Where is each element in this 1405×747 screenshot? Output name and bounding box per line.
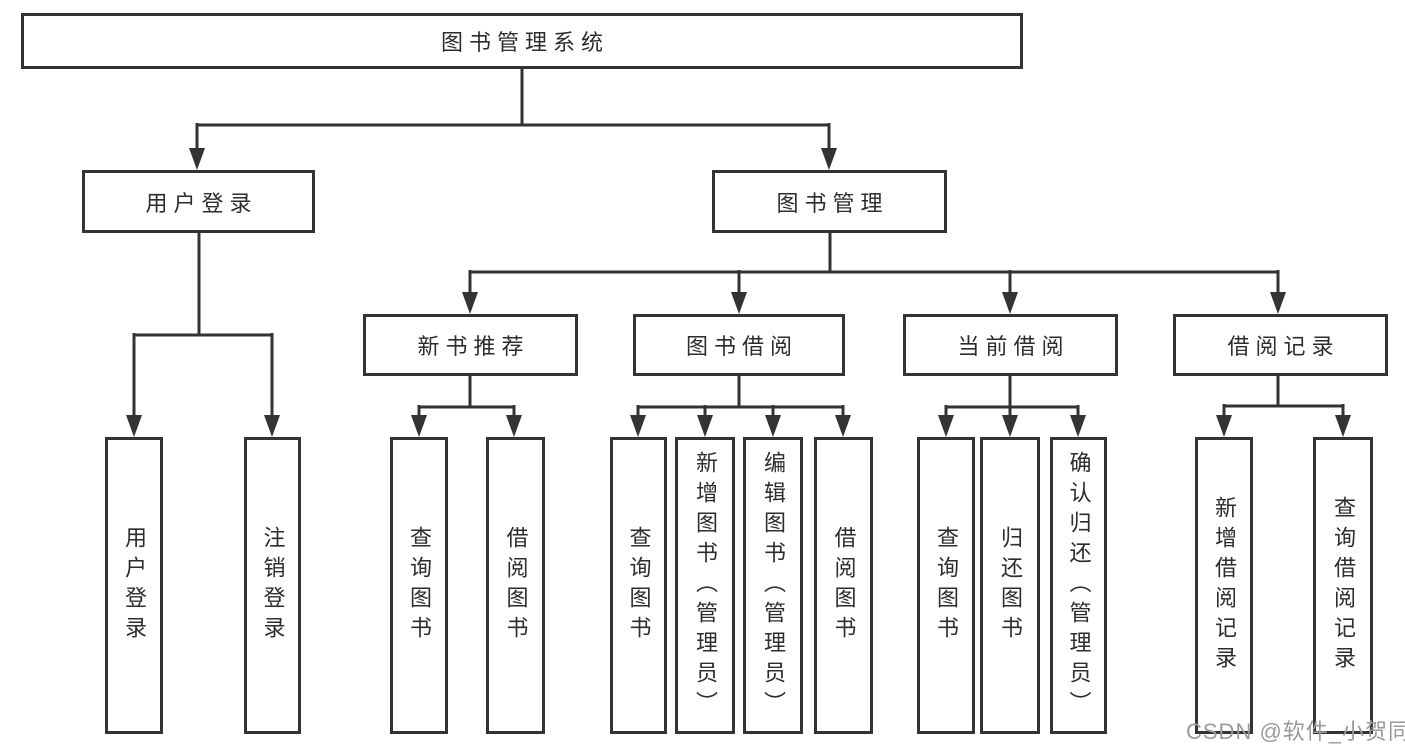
node-new-book-recommend: 新书推荐	[363, 314, 578, 376]
leaf-borrow-books-label: 借阅图书	[831, 525, 857, 646]
leaf-confirm-return-admin: 确认归还（管理员）	[1050, 437, 1107, 734]
leaf-add-book-admin-label: 新增图书（管理员）	[693, 450, 718, 721]
leaf-edit-book-admin-label: 编辑图书（管理员）	[761, 450, 786, 721]
watermark: CSDN @软件_小贺同学	[1186, 719, 1405, 744]
leaf-query-books-borrow: 查询图书	[610, 437, 667, 734]
node-user-login-label: 用户登录	[145, 190, 258, 216]
leaf-query-books-recommend: 查询图书	[390, 437, 448, 734]
node-current-borrow: 当前借阅	[903, 314, 1118, 376]
node-book-borrow-label: 图书借阅	[685, 334, 798, 359]
node-user-login: 用户登录	[82, 170, 315, 233]
node-borrow-records: 借阅记录	[1173, 314, 1388, 376]
leaf-add-book-admin: 新增图书（管理员）	[675, 437, 735, 734]
leaf-query-books-current: 查询图书	[917, 437, 975, 734]
leaf-return-book: 归还图书	[980, 437, 1040, 734]
leaf-logout-login-label: 注销登录	[260, 525, 286, 646]
leaf-user-login: 用户登录	[105, 437, 163, 734]
leaf-add-borrow-record: 新增借阅记录	[1195, 437, 1253, 734]
leaf-borrow-books-recommend-label: 借阅图书	[503, 525, 529, 646]
node-book-borrow: 图书借阅	[633, 314, 845, 376]
node-book-management: 图书管理	[712, 170, 947, 233]
leaf-confirm-return-admin-label: 确认归还（管理员）	[1066, 450, 1092, 721]
leaf-borrow-books: 借阅图书	[814, 437, 873, 734]
node-book-management-label: 图书管理	[776, 190, 889, 216]
node-library-system-label: 图书管理系统	[440, 30, 609, 55]
leaf-edit-book-admin: 编辑图书（管理员）	[743, 437, 803, 734]
leaf-query-borrow-record: 查询借阅记录	[1313, 437, 1373, 734]
leaf-query-books-recommend-label: 查询图书	[407, 525, 432, 646]
node-library-system: 图书管理系统	[21, 13, 1023, 69]
leaf-borrow-books-recommend: 借阅图书	[486, 437, 545, 734]
leaf-query-borrow-record-label: 查询借阅记录	[1331, 495, 1356, 676]
leaf-query-books-borrow-label: 查询图书	[626, 525, 652, 646]
leaf-return-book-label: 归还图书	[998, 525, 1023, 646]
node-borrow-records-label: 借阅记录	[1227, 334, 1340, 359]
leaf-query-books-current-label: 查询图书	[934, 525, 959, 646]
leaf-add-borrow-record-label: 新增借阅记录	[1212, 495, 1237, 676]
node-current-borrow-label: 当前借阅	[957, 334, 1070, 359]
leaf-logout-login: 注销登录	[244, 437, 301, 734]
node-new-book-recommend-label: 新书推荐	[417, 334, 530, 359]
leaf-user-login-label: 用户登录	[122, 525, 147, 646]
